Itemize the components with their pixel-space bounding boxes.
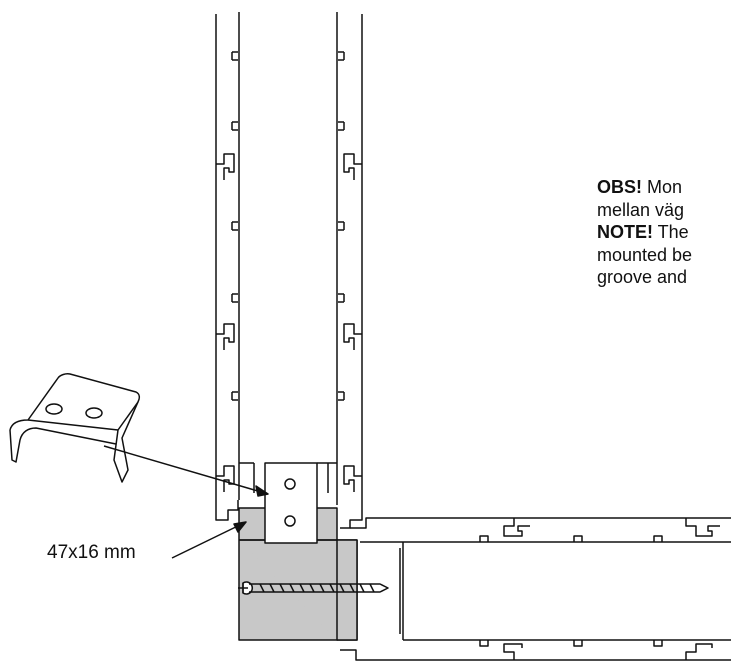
h-notch-bottom xyxy=(479,640,663,647)
obs-label: OBS! xyxy=(597,177,642,197)
note-line-1: OBS! Mon xyxy=(597,177,683,197)
loose-bracket xyxy=(9,373,141,483)
left-outer-edge xyxy=(215,14,239,521)
h-joint-top-2 xyxy=(685,518,720,537)
arrow-dim-line xyxy=(171,521,247,559)
note-label: NOTE! xyxy=(597,222,653,242)
note-line-4: mounted be xyxy=(597,244,693,265)
screw xyxy=(238,581,389,595)
h-joint-bottom-2 xyxy=(685,643,713,660)
joint-left-1 xyxy=(216,153,235,180)
right-outer-edge xyxy=(340,14,363,529)
joint-right-3 xyxy=(343,465,362,492)
dimension-label: 47x16 mm xyxy=(47,542,136,563)
arrow-bracket-head xyxy=(255,485,269,497)
arrow-dim-head xyxy=(233,521,247,533)
top-outer-edge xyxy=(350,517,731,529)
note-line-5: groove and xyxy=(597,267,688,287)
vertical-wall xyxy=(215,12,363,529)
h-notch-top xyxy=(479,535,663,542)
installed-bracket xyxy=(239,462,337,544)
h-joint-top-1 xyxy=(503,518,530,537)
leader-arrows xyxy=(103,445,269,559)
note-line-2: mellan väg xyxy=(597,199,685,220)
notch-right xyxy=(338,51,345,401)
arrow-bracket-line xyxy=(103,445,269,495)
horizontal-wall xyxy=(340,517,731,661)
joint-left-2 xyxy=(216,323,235,350)
notch-left xyxy=(231,51,238,401)
h-joint-bottom-1 xyxy=(503,643,523,660)
bottom-outer-edge xyxy=(340,649,731,661)
joint-right-2 xyxy=(343,323,362,350)
joint-right-1 xyxy=(343,153,362,180)
installation-note: OBS! Mon mellan väg NOTE! The mounted be… xyxy=(597,176,731,289)
wall-end-board xyxy=(399,542,404,640)
note-line-3: NOTE! The xyxy=(597,222,689,242)
